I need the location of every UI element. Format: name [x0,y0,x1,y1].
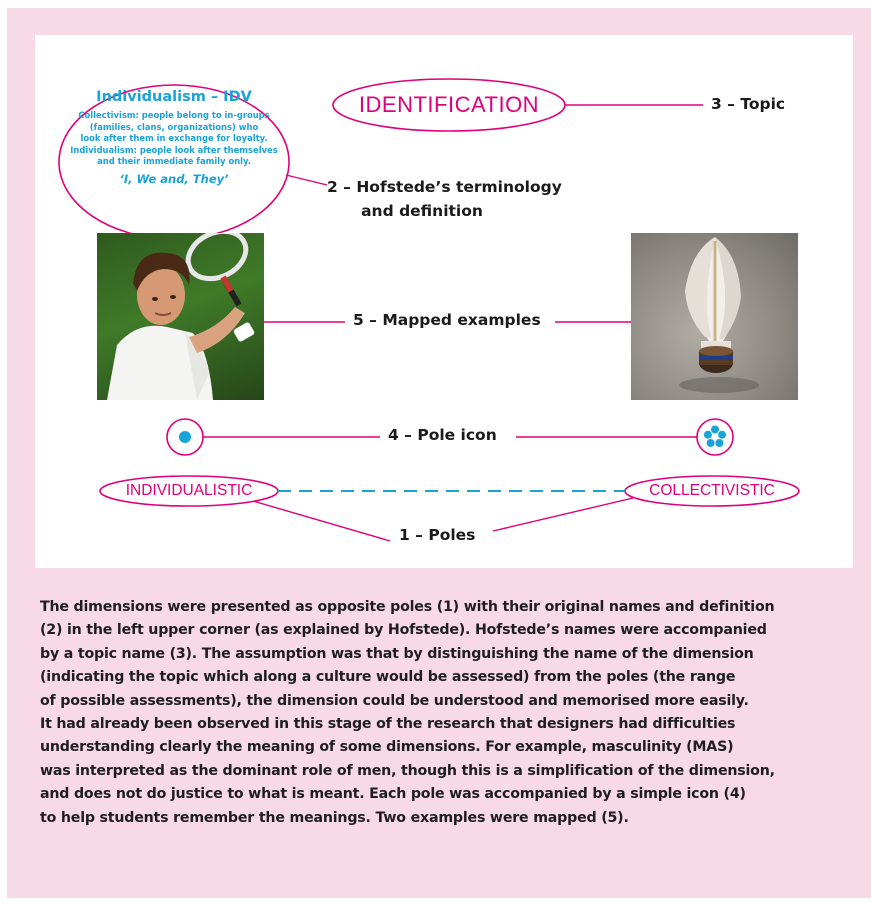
topic-name: IDENTIFICATION [358,92,540,117]
dimension-slogan: ‘I, We and, They’ [119,171,229,186]
definition-line: and their immediate family only. [97,156,251,166]
tennis-player-photo [97,233,264,400]
definition-line: (families, clans, organizations) who [89,121,259,132]
left-pole: INDIVIDUALISTIC [125,482,253,499]
figure-page: Individualism – IDV Collectivism: people… [7,8,871,898]
caption-line: of possible assessments), the dimension … [40,692,749,709]
dimension-definition: Collectivism: people belong to in-groups… [62,110,286,168]
hofstede-definition-bubble: Individualism – IDV Collectivism: people… [59,85,289,237]
terminology-connector [285,174,328,186]
caption-line: understanding clearly the meaning of som… [40,739,734,756]
figure-caption: The dimensions were presented as opposit… [40,596,860,830]
definition-line: Collectivism: people belong to in-groups [78,110,270,120]
caption-line: to help students remember the meanings. … [40,809,629,826]
single-dot-icon [179,431,191,443]
right-pole: COLLECTIVISTIC [649,482,775,499]
caption-line: (2) in the left upper corner (as explain… [40,622,767,639]
poles-connector-left [252,500,391,542]
definition-line: Individualism: people look after themsel… [70,144,278,155]
poles-connector-right [492,497,634,532]
dot-cluster-icon [697,419,733,455]
terminology-label: 2 – Hofstede’s terminology and definitio… [327,175,562,223]
examples-label: 5 – Mapped examples [345,311,549,329]
caption-line: and does not do justice to what is meant… [40,786,746,803]
pole-icon-label: 4 – Pole icon [380,426,505,444]
definition-line: look after them in exchange for loyalty. [80,133,268,143]
caption-line: was interpreted as the dominant role of … [40,762,775,779]
shuttlecock-photo [631,233,798,400]
caption-line: (indicating the topic which along a cult… [40,669,736,686]
caption-line: The dimensions were presented as opposit… [40,599,775,615]
poles-label: 1 – Poles [391,526,484,544]
dimension-title: Individualism – IDV [96,89,252,105]
terminology-label-line2: and definition [327,199,517,223]
caption-line: by a topic name (3). The assumption was … [40,645,754,662]
terminology-label-line1: 2 – Hofstede’s terminology [327,175,562,199]
diagram-panel: Individualism – IDV Collectivism: people… [35,35,853,568]
caption-line: It had already been observed in this sta… [40,716,736,733]
topic-label: 3 – Topic [703,95,794,113]
